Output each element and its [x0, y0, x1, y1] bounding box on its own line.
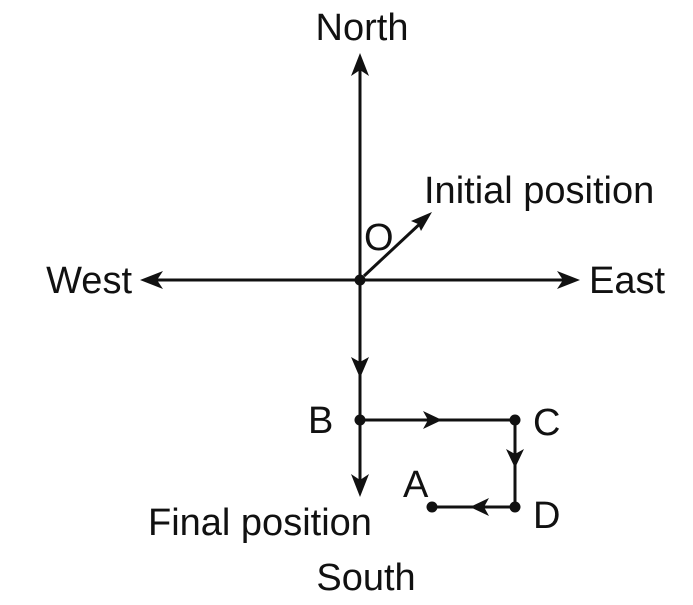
east-arrowhead-icon [557, 271, 580, 289]
south-arrowhead-icon [351, 474, 369, 497]
label-initial-position: Initial position [424, 170, 654, 212]
initial-position-arrowhead-icon [411, 212, 432, 231]
label-north: North [316, 7, 409, 49]
label-east: East [589, 260, 665, 302]
path-bc-arrowhead-icon [423, 411, 442, 429]
point-origin [354, 274, 366, 286]
point-a [426, 501, 438, 513]
initial-position-arrow [362, 218, 426, 278]
north-arrowhead-icon [351, 53, 369, 76]
point-b [354, 414, 366, 426]
label-point-origin: O [364, 217, 394, 259]
label-south: South [316, 557, 415, 599]
label-west: West [46, 260, 132, 302]
path-cd-arrowhead-icon [506, 449, 524, 468]
point-c [509, 414, 521, 426]
path-da-arrowhead-icon [470, 498, 489, 516]
path-ob-arrowhead-icon [351, 357, 369, 378]
label-point-c: C [533, 402, 560, 444]
label-point-d: D [533, 495, 560, 537]
point-d [509, 501, 521, 513]
label-final-position: Final position [148, 502, 372, 544]
label-point-b: B [308, 400, 333, 442]
label-point-a: A [403, 464, 429, 506]
west-arrowhead-icon [140, 271, 163, 289]
